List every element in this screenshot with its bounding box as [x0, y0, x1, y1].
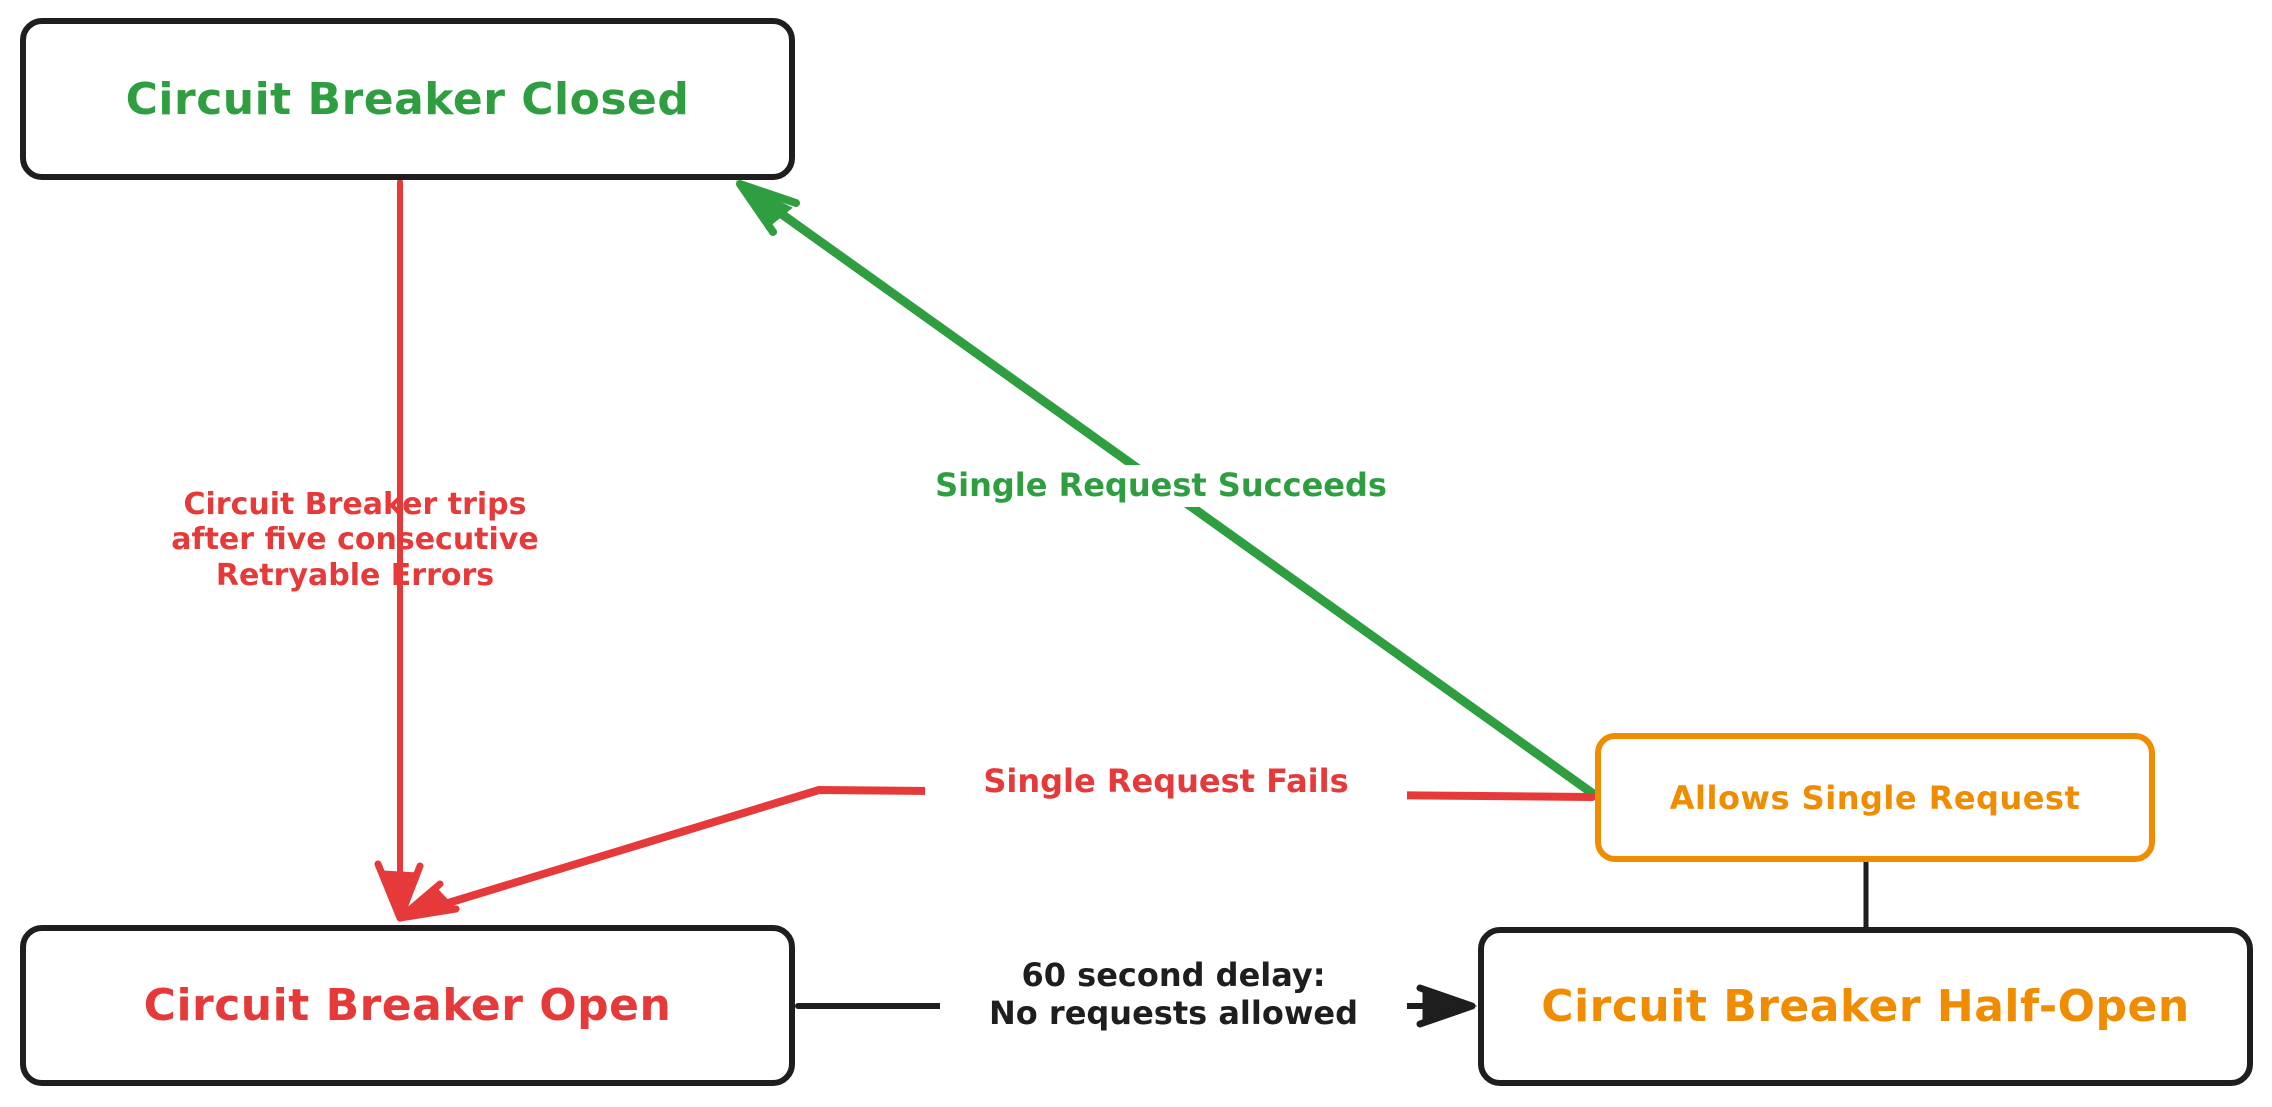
edge-label-line: Circuit Breaker trips: [183, 487, 527, 522]
node-circuit-breaker-half-open-label: Circuit Breaker Half-Open: [1541, 981, 2190, 1032]
edge-allows-to-open: [396, 786, 1596, 922]
node-allows-single-request-label: Allows Single Request: [1669, 778, 2081, 817]
edge-label-line: Retryable Errors: [215, 557, 495, 593]
edge-closed-to-open: [374, 179, 424, 923]
node-circuit-breaker-half-open[interactable]: Circuit Breaker Half-Open: [1478, 927, 2253, 1086]
node-circuit-breaker-closed-label: Circuit Breaker Closed: [125, 73, 690, 125]
edge-label-line: Single Request Fails: [983, 762, 1349, 800]
edge-label-single-request-succeeds: Single Request Succeeds: [905, 465, 1417, 507]
edge-label-single-request-fails: Single Request Fails: [925, 760, 1407, 804]
edge-label-line: 60 second delay:: [1021, 956, 1326, 994]
node-circuit-breaker-open[interactable]: Circuit Breaker Open: [20, 925, 795, 1086]
edge-label-60-second-delay: 60 second delay: No requests allowed: [940, 955, 1407, 1035]
edge-label-line: No requests allowed: [989, 993, 1358, 1032]
node-circuit-breaker-closed[interactable]: Circuit Breaker Closed: [20, 18, 795, 180]
edge-label-line: after five consecutive: [171, 522, 539, 558]
node-circuit-breaker-open-label: Circuit Breaker Open: [143, 980, 672, 1031]
edge-label-line: Single Request Succeeds: [935, 466, 1387, 504]
edge-label-circuit-breaker-trips: Circuit Breaker trips after five consecu…: [140, 487, 570, 593]
node-allows-single-request[interactable]: Allows Single Request: [1595, 733, 2155, 862]
